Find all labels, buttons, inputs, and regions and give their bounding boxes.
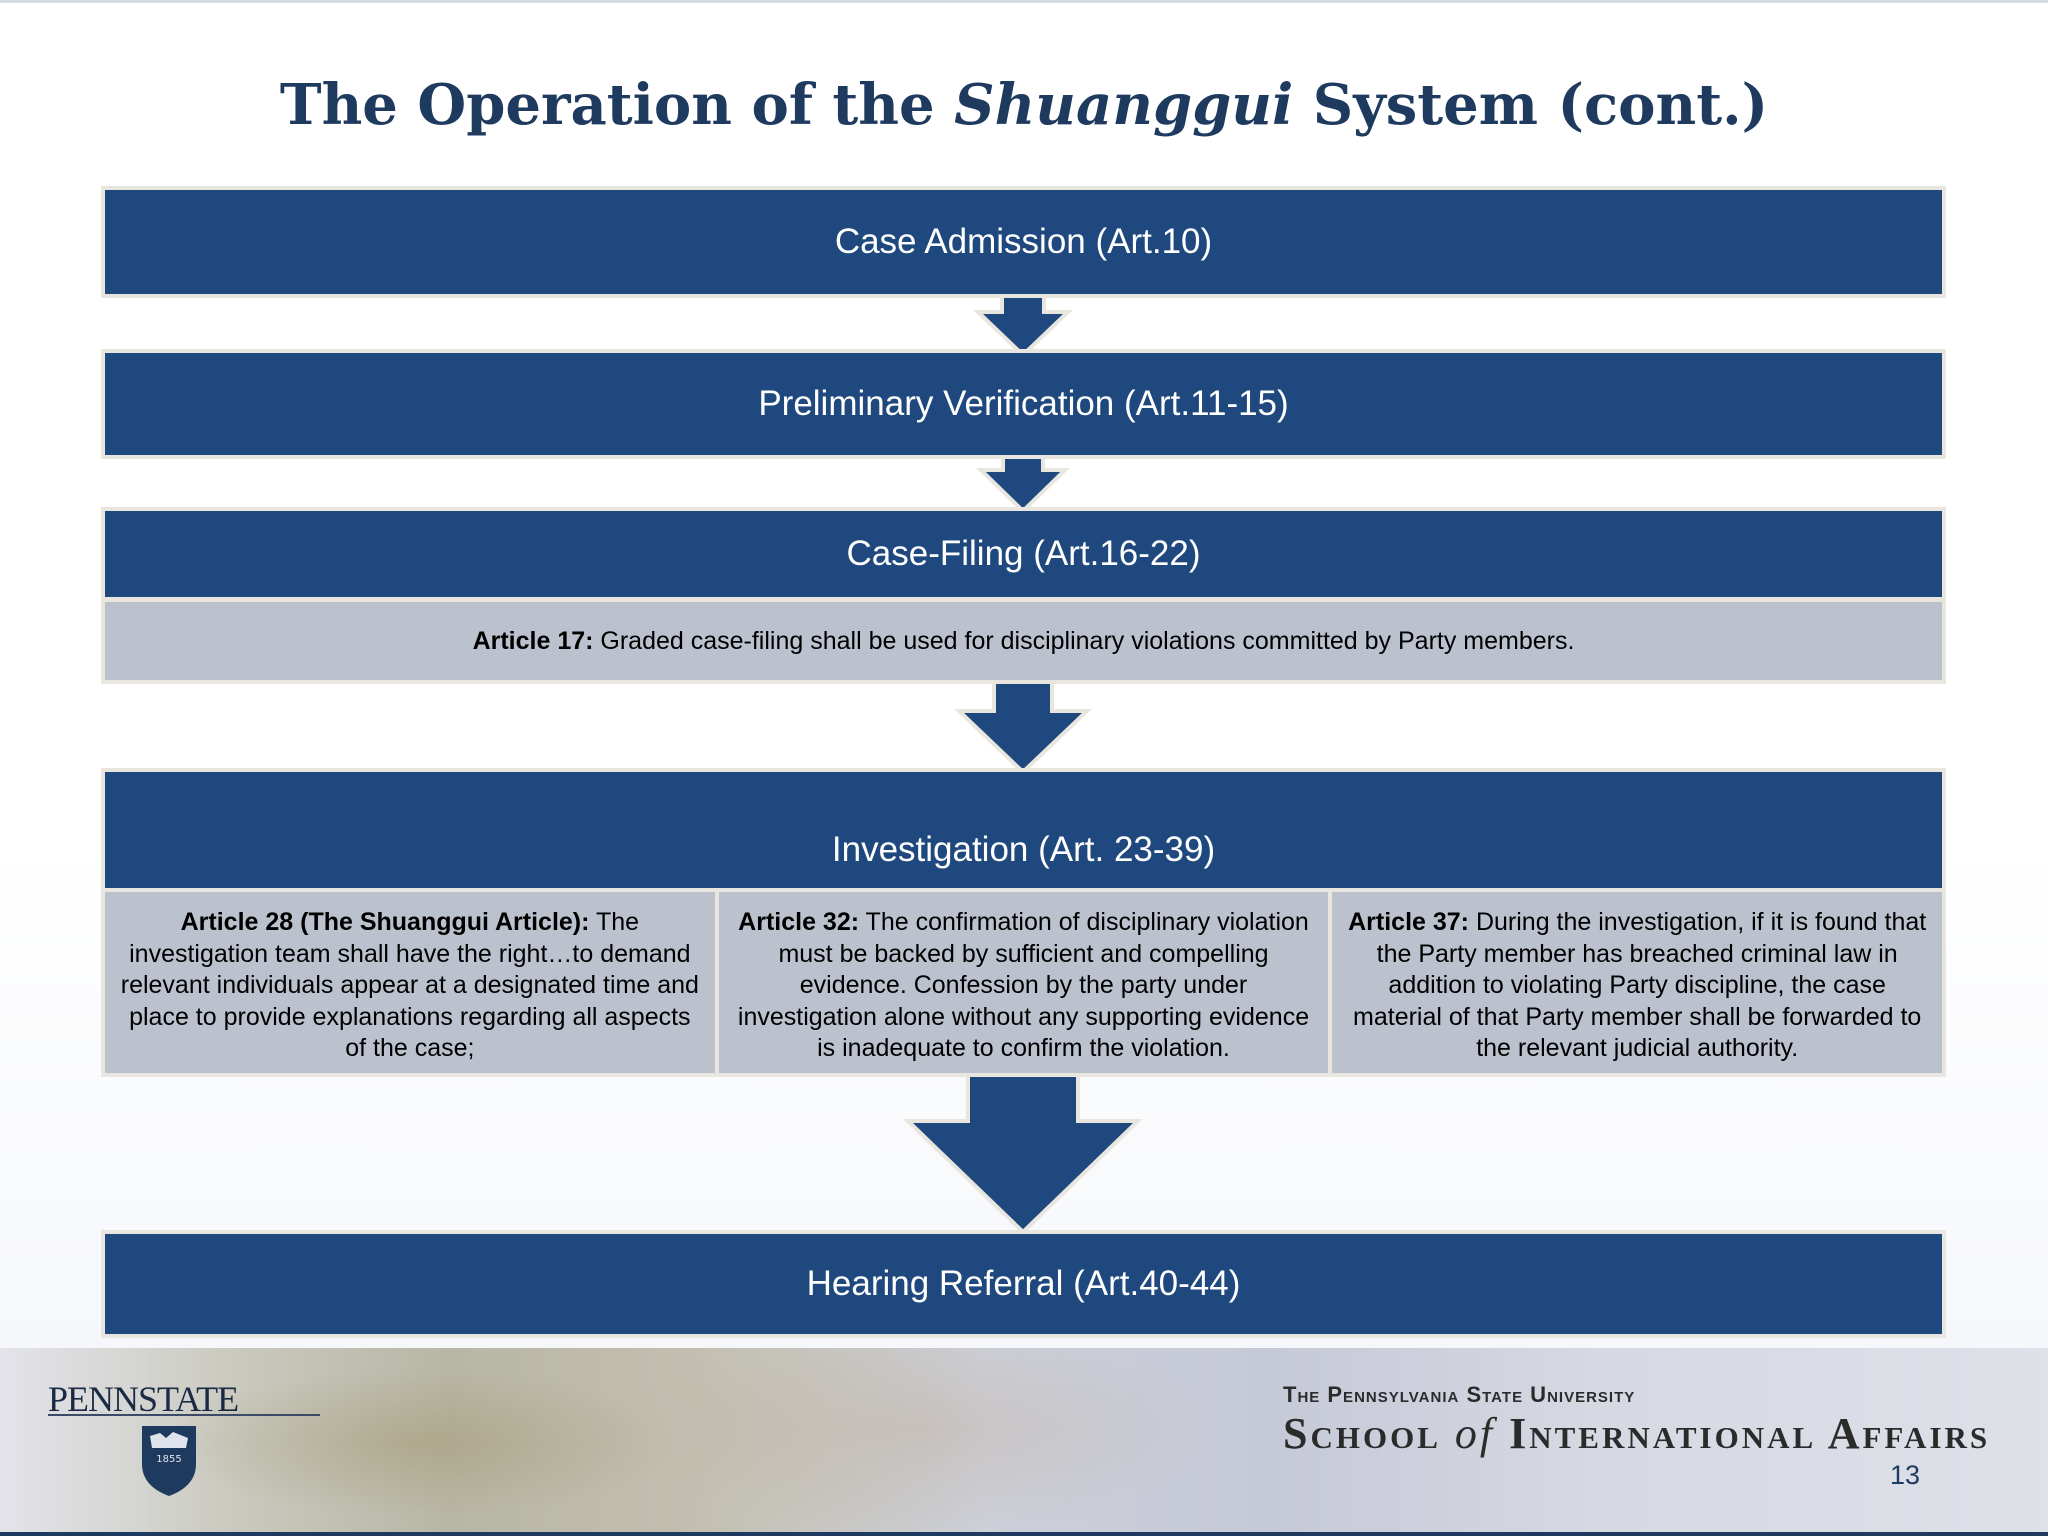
school-name-part1: School bbox=[1283, 1409, 1441, 1458]
footer-texture-2 bbox=[620, 1348, 1220, 1536]
pennstate-logo-rule bbox=[48, 1414, 320, 1416]
step-investigation: Investigation (Art. 23-39) bbox=[101, 768, 1946, 892]
step-case-filing: Case-Filing (Art.16-22) bbox=[101, 507, 1946, 601]
investigation-details: Article 28 (The Shuanggui Article): The … bbox=[101, 888, 1947, 1077]
footer-bottom-rule bbox=[0, 1532, 2048, 1536]
title-part2: System (cont.) bbox=[1312, 72, 1769, 138]
step-case-admission-label: Case Admission (Art.10) bbox=[834, 222, 1213, 261]
article-28-cell: Article 28 (The Shuanggui Article): The … bbox=[101, 888, 719, 1077]
case-filing-detail-text: Article 17: Graded case-filing shall be … bbox=[473, 627, 1575, 656]
article-17-text: Graded case-filing shall be used for dis… bbox=[593, 626, 1575, 655]
step-investigation-label: Investigation (Art. 23-39) bbox=[831, 830, 1216, 869]
slide-title: The Operation of the Shuanggui System (c… bbox=[0, 72, 2048, 138]
slide-footer: PENNSTATE 1855 The Pennsylvania State Un… bbox=[0, 1348, 2048, 1536]
case-filing-detail: Article 17: Graded case-filing shall be … bbox=[101, 598, 1946, 684]
step-case-filing-label: Case-Filing (Art.16-22) bbox=[846, 534, 1201, 573]
arrow-4-icon bbox=[903, 1073, 1143, 1235]
title-italic: Shuanggui bbox=[954, 72, 1294, 138]
article-28-label: Article 28 (The Shuanggui Article): bbox=[180, 908, 590, 936]
top-rule bbox=[0, 0, 2048, 3]
university-name-text: The Pennsylvania State University bbox=[1283, 1382, 1636, 1407]
step-case-admission: Case Admission (Art.10) bbox=[101, 186, 1946, 298]
school-name-part2: International Affairs bbox=[1509, 1409, 1991, 1458]
article-17-label: Article 17: bbox=[472, 626, 594, 655]
arrow-2-icon bbox=[976, 451, 1070, 514]
step-hearing-referral: Hearing Referral (Art.40-44) bbox=[101, 1230, 1946, 1338]
article-37-cell: Article 37: During the investigation, if… bbox=[1332, 888, 1947, 1077]
title-part1: The Operation of the bbox=[279, 72, 935, 138]
step-preliminary-verification-label: Preliminary Verification (Art.11-15) bbox=[758, 384, 1289, 423]
footer-texture bbox=[160, 1368, 680, 1518]
arrow-3-icon bbox=[954, 678, 1092, 775]
article-37-text: During the investigation, if it is found… bbox=[1353, 908, 1927, 1062]
page-number: 13 bbox=[1890, 1460, 1921, 1490]
article-32-cell: Article 32: The confirmation of discipli… bbox=[718, 888, 1333, 1077]
school-name-of: of bbox=[1454, 1409, 1496, 1458]
step-hearing-referral-label: Hearing Referral (Art.40-44) bbox=[806, 1264, 1241, 1303]
seal-year: 1855 bbox=[156, 1454, 181, 1465]
article-32-label: Article 32: bbox=[738, 908, 860, 936]
pennstate-shield-icon: 1855 bbox=[142, 1426, 196, 1496]
school-name: School of International Affairs bbox=[1283, 1408, 1990, 1459]
article-32-text: The confirmation of disciplinary violati… bbox=[737, 908, 1310, 1062]
article-28-text: The investigation team shall have the ri… bbox=[120, 908, 699, 1062]
step-preliminary-verification: Preliminary Verification (Art.11-15) bbox=[101, 349, 1946, 459]
article-37-label: Article 37: bbox=[1348, 908, 1470, 936]
arrow-1-icon bbox=[973, 291, 1073, 358]
pennstate-logo: PENNSTATE bbox=[48, 1379, 239, 1419]
university-name: The Pennsylvania State University bbox=[1283, 1382, 1635, 1408]
